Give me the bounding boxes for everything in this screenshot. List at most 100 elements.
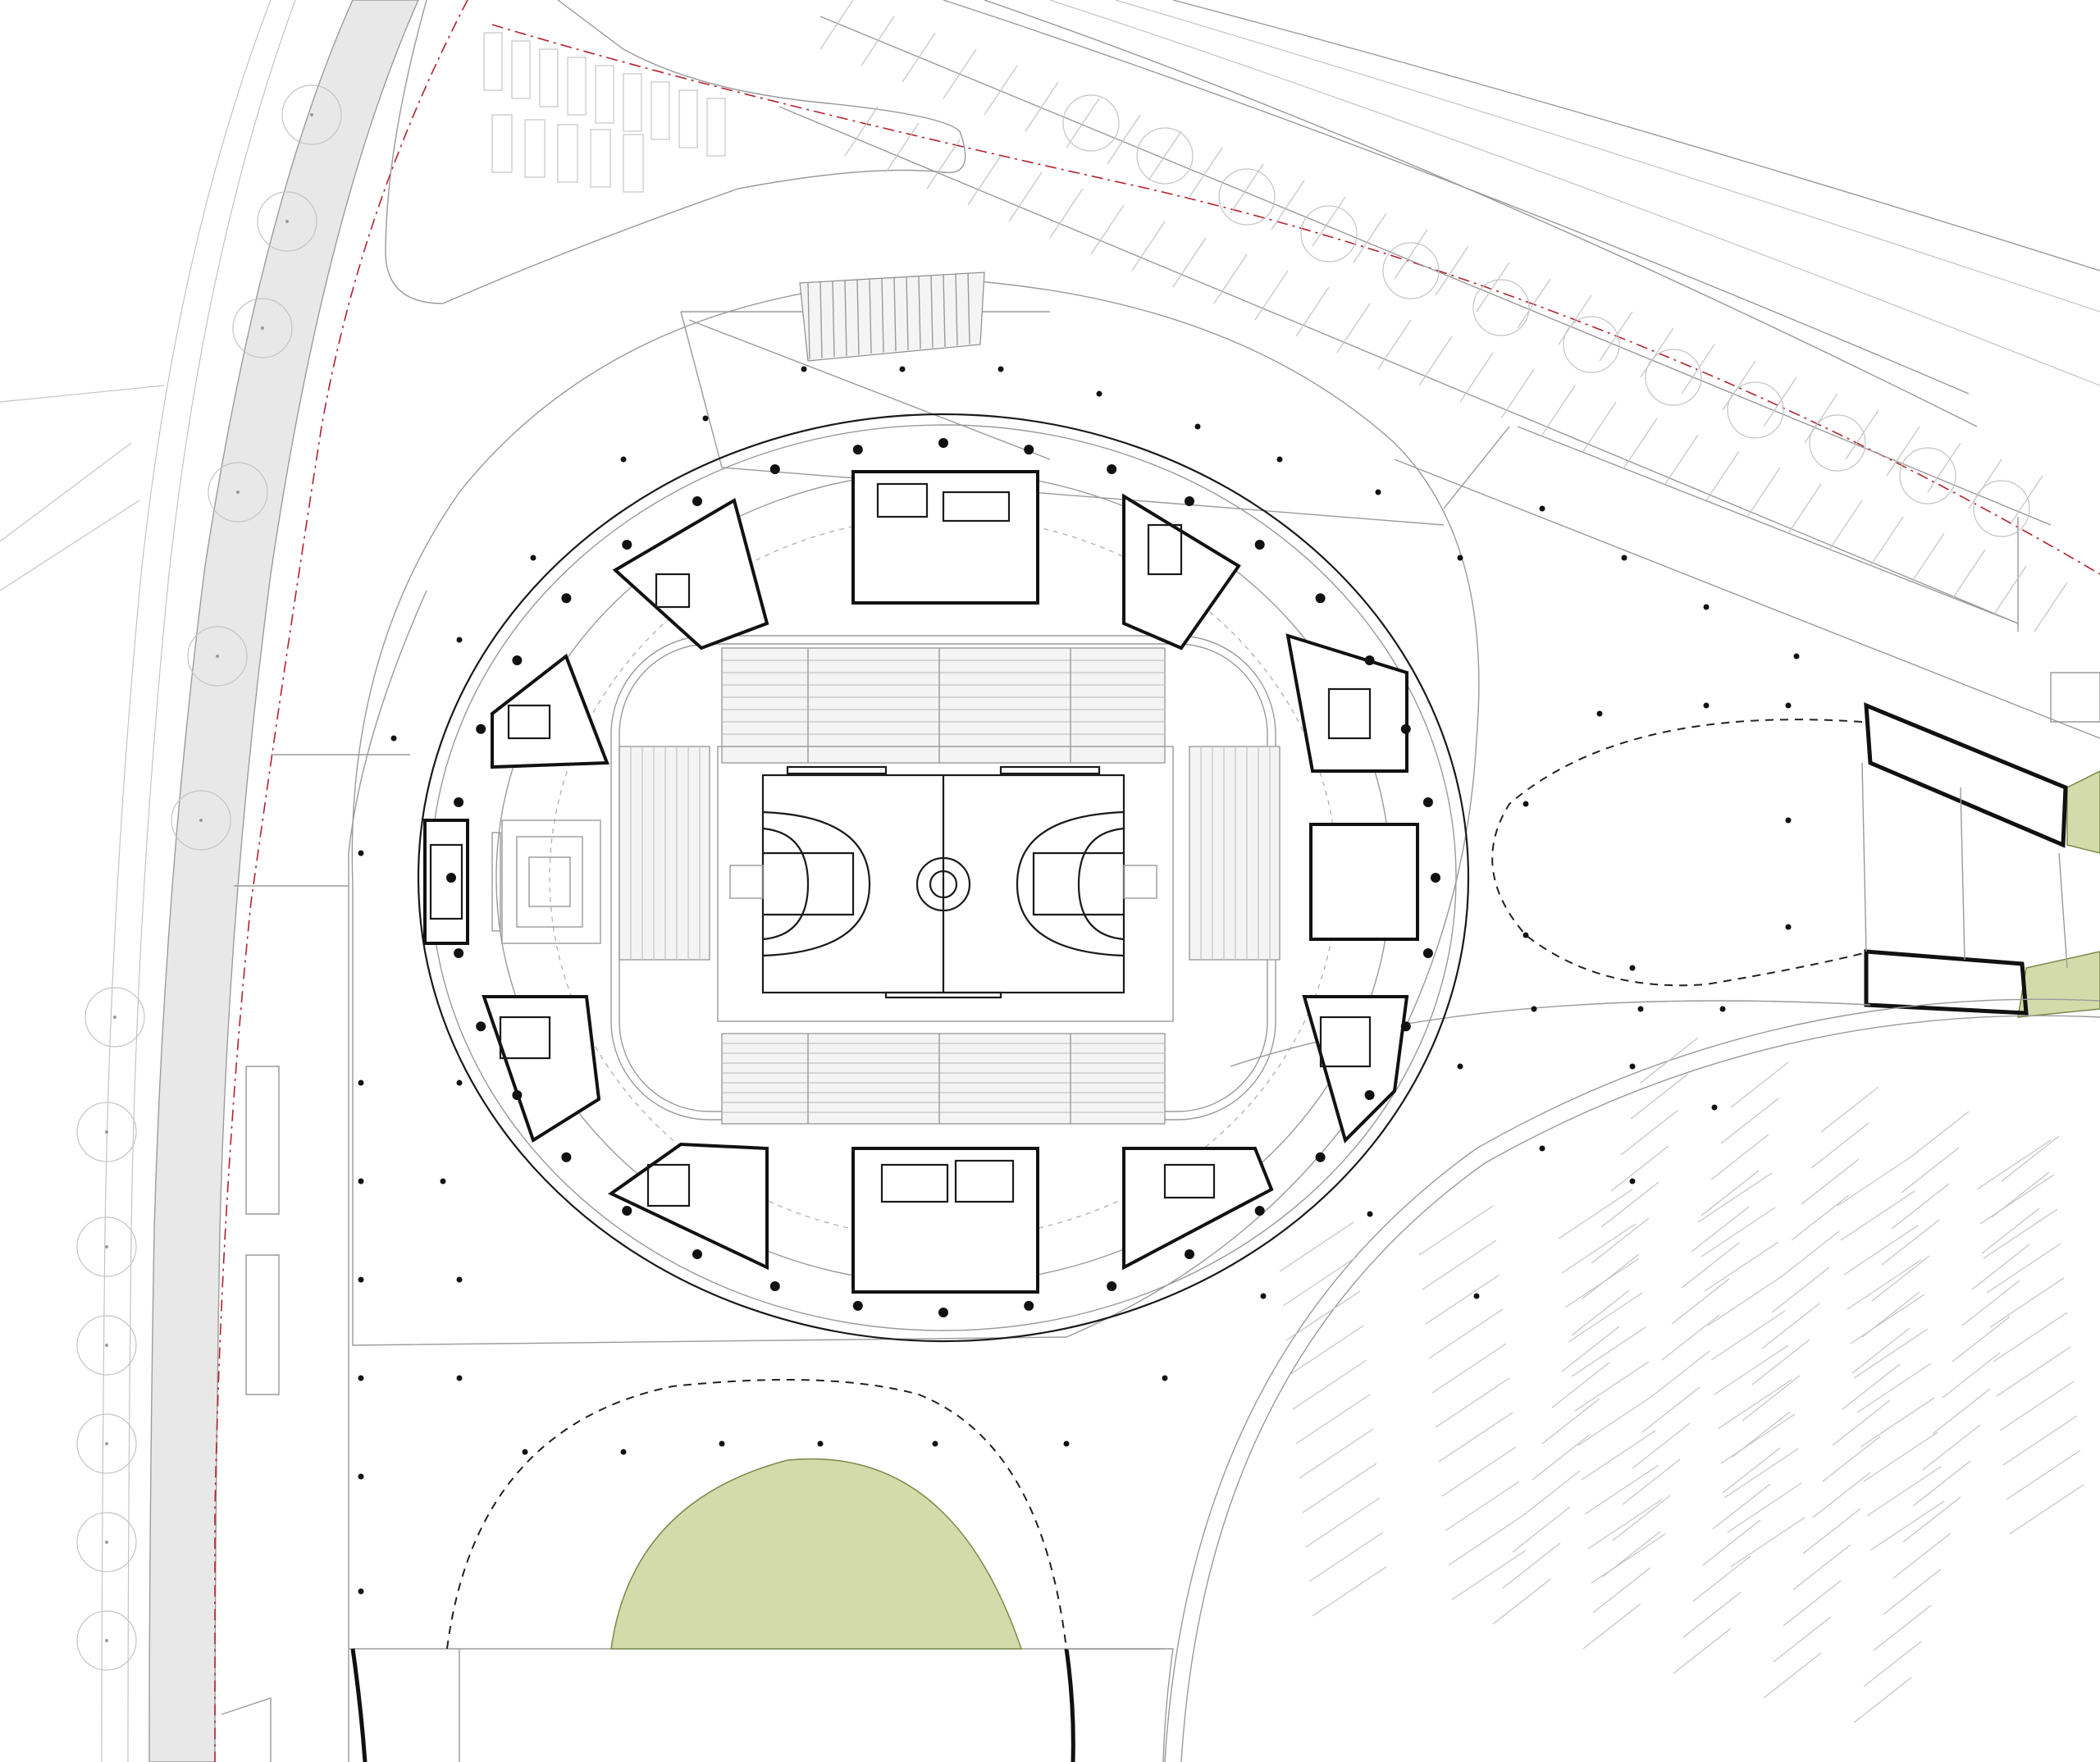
stair-tread (856, 279, 860, 355)
core-room (646, 1163, 691, 1207)
parking-stall-line (1787, 483, 1822, 534)
parking-stall-line (1983, 1208, 2058, 1259)
column (1400, 1021, 1411, 1032)
parking-stall-line (1952, 549, 1986, 600)
street-tree (76, 1610, 137, 1671)
parking-stall-line (1850, 1294, 1925, 1344)
parking-stall-line (984, 65, 1018, 116)
parking-stall-line (2034, 582, 2068, 632)
parking-stall-line (1428, 1308, 1504, 1359)
parking-stall-line (1866, 1466, 1942, 1517)
column (1400, 724, 1411, 734)
parking-stall-line (1869, 1500, 1945, 1551)
stair-tread (918, 275, 921, 349)
column (1063, 1440, 1070, 1447)
service-core (1302, 995, 1409, 1143)
parking-stall (511, 40, 531, 99)
court-outer-zone (717, 746, 1174, 1022)
parking-stall-line (1783, 1580, 1842, 1627)
parking-stall-line (2006, 1449, 2081, 1500)
stair-tread (869, 278, 872, 354)
column (998, 366, 1004, 372)
parking-stall-line (1996, 1346, 2071, 1397)
parking-stall-line (1279, 1221, 1354, 1272)
column (456, 1080, 463, 1086)
parking-stall-line (902, 32, 936, 83)
parking-stall-line (1425, 1274, 1500, 1325)
parking-stall-line (1661, 1314, 1720, 1361)
parking-stall-line (1008, 171, 1043, 222)
column (1539, 505, 1545, 512)
parking-stall-line (1681, 344, 1715, 395)
column (1107, 1281, 1117, 1291)
street-tree-trunk (199, 819, 203, 822)
parking-stall-line (885, 122, 920, 173)
column (769, 464, 780, 474)
stair-tread (930, 274, 934, 349)
parking-stall-line (1295, 1394, 1371, 1445)
street-tree (1973, 480, 2030, 537)
stair-tread (943, 274, 946, 347)
parking-stall-line (1492, 1578, 1551, 1625)
street-tree (76, 1102, 137, 1162)
column (1162, 1375, 1168, 1381)
parking-stall-line (1213, 253, 1248, 304)
parking-stall-line (2009, 475, 2043, 526)
parking-stall-line (1271, 180, 1305, 231)
street-tree (1136, 127, 1194, 185)
parking-stall-line (1989, 1277, 2065, 1328)
column (1785, 924, 1792, 930)
parking-stall-line (1632, 1422, 1691, 1469)
column (932, 1440, 938, 1447)
parking-stall-line (943, 48, 977, 99)
parking-stall-line (1591, 1533, 1666, 1584)
parking-stall-line (1991, 1171, 2050, 1218)
parking-stall-line (1853, 1328, 1929, 1379)
parking-stall-line (1025, 81, 1059, 132)
stair-tread (807, 281, 810, 360)
parking-stall (590, 129, 611, 188)
parking-stall-line (1600, 1181, 1659, 1228)
column (852, 445, 863, 455)
plaza-dashed-zone-east (1491, 719, 1871, 987)
core-room (1147, 523, 1183, 576)
parking-stall-line (1571, 1290, 1630, 1336)
column (1522, 932, 1529, 938)
parking-stall-line (1282, 1256, 1358, 1307)
lower-parking-lot (1164, 998, 2100, 1762)
column (1185, 1249, 1194, 1259)
upper-parking-lot (385, 0, 2100, 739)
column (561, 1152, 572, 1162)
parking-stall-line (1932, 1388, 1991, 1435)
parking-stall-line (1712, 1483, 1771, 1530)
parking-stall-line (1763, 377, 1797, 427)
parking-stall-line (1640, 1037, 1699, 1084)
parking-stall-line (1066, 98, 1100, 148)
column (358, 1375, 364, 1381)
parking-stall-line (1591, 1217, 1650, 1264)
column (1260, 1293, 1267, 1299)
parking-stall-line (1723, 1448, 1799, 1499)
parking-stall-line (1911, 532, 1945, 583)
plaza (221, 590, 1871, 1762)
column (1431, 873, 1440, 883)
street-tree-trunk (105, 1245, 108, 1248)
parking-stall-line (1671, 1278, 1730, 1325)
street-tree-trunk (310, 113, 313, 116)
column (692, 496, 702, 506)
parking-stall-line (1285, 1290, 1361, 1341)
column (1539, 1145, 1545, 1152)
street-tree-trunk (105, 1442, 108, 1445)
parking-stall-line (1131, 221, 1166, 272)
core-room (1327, 687, 1372, 740)
parking-stall-line (1422, 1239, 1497, 1290)
parking-stall-line (819, 0, 854, 50)
parking-stall-line (1641, 1386, 1701, 1433)
parking-stall-line (1568, 1292, 1643, 1343)
column (1185, 496, 1194, 506)
parking-stall-line (1623, 418, 1658, 468)
parking-stall-line (1295, 286, 1330, 337)
column (692, 1249, 702, 1259)
column (1531, 1006, 1537, 1012)
parking-stall-line (1305, 1497, 1381, 1548)
